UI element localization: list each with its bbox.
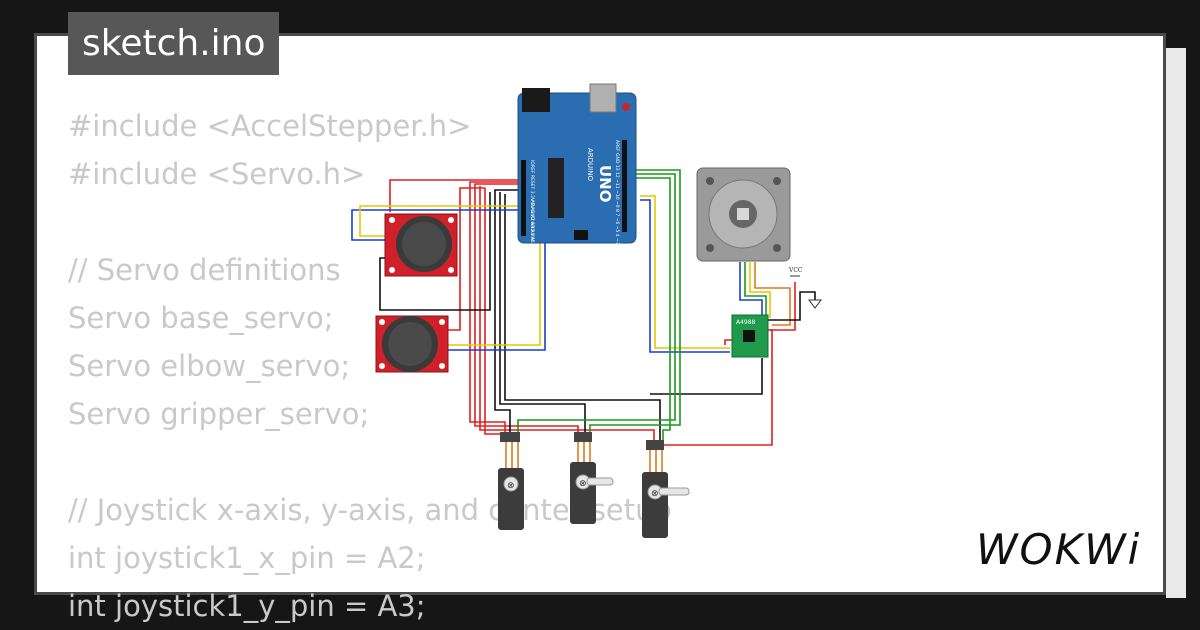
code-line: Servo elbow_servo; bbox=[68, 349, 351, 383]
servo-hub-mark: ⊗ bbox=[507, 481, 515, 491]
stepper-screw bbox=[773, 244, 781, 252]
digital-header bbox=[622, 140, 627, 232]
wire-yellow bbox=[359, 205, 528, 237]
wire-orange bbox=[754, 262, 791, 326]
servo-connector bbox=[646, 440, 664, 450]
icsp-header bbox=[574, 230, 588, 240]
driver-board bbox=[731, 314, 769, 358]
mount-hole bbox=[389, 217, 395, 223]
wire-red bbox=[479, 186, 655, 440]
servo-body bbox=[570, 462, 596, 524]
servo-body bbox=[642, 472, 668, 538]
servo-connector bbox=[574, 432, 592, 442]
servo-gripper: ⊗ bbox=[642, 440, 690, 538]
preview-card bbox=[34, 33, 1166, 595]
code-editor: #include <AccelStepper.h> #include <Servo… bbox=[68, 102, 672, 630]
servo-horn-hub bbox=[503, 476, 519, 492]
mount-hole bbox=[379, 363, 385, 369]
power-pin-labels: IOREF RESET 3.3V 5V GND GND VIN bbox=[529, 160, 535, 241]
code-line: #include <AccelStepper.h> bbox=[68, 109, 472, 143]
servo-elbow: ⊗ bbox=[570, 432, 614, 524]
board-brand: ARDUINO bbox=[586, 148, 594, 181]
servo-hub-mark: ⊗ bbox=[651, 489, 659, 499]
stepper-shaft bbox=[737, 208, 749, 220]
wire-red bbox=[765, 282, 796, 331]
power-symbols: VCC bbox=[788, 267, 822, 309]
a4988-driver: A4988 bbox=[731, 314, 769, 358]
wire-black bbox=[765, 291, 816, 321]
servo-base: ⊗ bbox=[498, 432, 524, 530]
file-tab[interactable]: sketch.ino bbox=[68, 12, 280, 75]
power-header bbox=[521, 160, 526, 236]
code-line: #include <Servo.h> bbox=[68, 157, 366, 191]
wire-black bbox=[494, 189, 528, 440]
vcc-label: VCC bbox=[788, 267, 803, 274]
wire-yellow bbox=[640, 195, 730, 349]
wire-black bbox=[499, 192, 586, 440]
wire-blue bbox=[640, 199, 730, 353]
wire-red bbox=[389, 179, 525, 212]
stepper-screw bbox=[706, 244, 714, 252]
board-body bbox=[517, 92, 637, 244]
code-line: Servo gripper_servo; bbox=[68, 397, 370, 431]
wire-blue bbox=[739, 262, 763, 318]
servo-horn-arm bbox=[658, 487, 690, 496]
joystick-knob-top bbox=[388, 322, 432, 366]
wire-red bbox=[484, 188, 500, 435]
atmega-chip bbox=[548, 158, 564, 218]
digital-pin-labels: AREF GND 13 12 ~11 ~10 ~9 8 7 ~6 ~5 4 ~3… bbox=[614, 140, 620, 273]
driver-label: A4988 bbox=[736, 319, 756, 326]
stepper-motor bbox=[696, 167, 791, 262]
servo-hub-mark: ⊗ bbox=[579, 479, 587, 489]
reset-button bbox=[622, 103, 630, 111]
joystick-1 bbox=[384, 213, 458, 277]
mount-hole bbox=[379, 319, 385, 325]
servo-connector bbox=[500, 432, 520, 442]
wire-yellow bbox=[749, 262, 771, 318]
arduino-uno-board: UNO ARDUINO IOREF RESET 3.3V 5V GND GND … bbox=[517, 83, 637, 273]
usb-port bbox=[589, 83, 617, 113]
mount-hole bbox=[439, 363, 445, 369]
driver-chip bbox=[743, 330, 755, 342]
joystick-knob-top bbox=[402, 222, 446, 266]
wire-red bbox=[724, 339, 733, 345]
stepper-screw bbox=[773, 177, 781, 185]
mount-hole bbox=[439, 319, 445, 325]
wire-black bbox=[379, 192, 491, 311]
wire-green bbox=[517, 173, 676, 440]
servo-wires bbox=[649, 450, 663, 474]
board-name: UNO bbox=[596, 165, 614, 203]
power-jack bbox=[522, 88, 550, 112]
wire-green bbox=[744, 262, 767, 318]
wokwi-logo: WOKWi bbox=[976, 525, 1142, 574]
ground-symbol bbox=[808, 299, 822, 309]
analog-pin-labels: A0 A1 A2 A3 A4 A5 bbox=[529, 200, 535, 243]
mount-hole bbox=[389, 267, 395, 273]
wire-blue bbox=[351, 209, 528, 241]
wire-green bbox=[628, 177, 671, 440]
wire-green bbox=[589, 169, 681, 440]
servo-wires bbox=[505, 442, 519, 470]
code-line: int joystick1_y_pin = A3; bbox=[68, 589, 426, 623]
stepper-screw bbox=[706, 177, 714, 185]
code-line: Servo base_servo; bbox=[68, 301, 334, 335]
servo-horn-arm bbox=[586, 477, 614, 486]
wire-black bbox=[650, 358, 763, 395]
joystick-2 bbox=[375, 315, 449, 373]
code-line: // Servo definitions bbox=[68, 253, 341, 287]
mount-hole bbox=[448, 267, 454, 273]
mount-hole bbox=[448, 217, 454, 223]
wire-red bbox=[469, 181, 525, 440]
right-edge-strip bbox=[1166, 48, 1186, 598]
code-line: int joystick1_x_pin = A2; bbox=[68, 541, 426, 575]
wire-red bbox=[445, 187, 485, 331]
